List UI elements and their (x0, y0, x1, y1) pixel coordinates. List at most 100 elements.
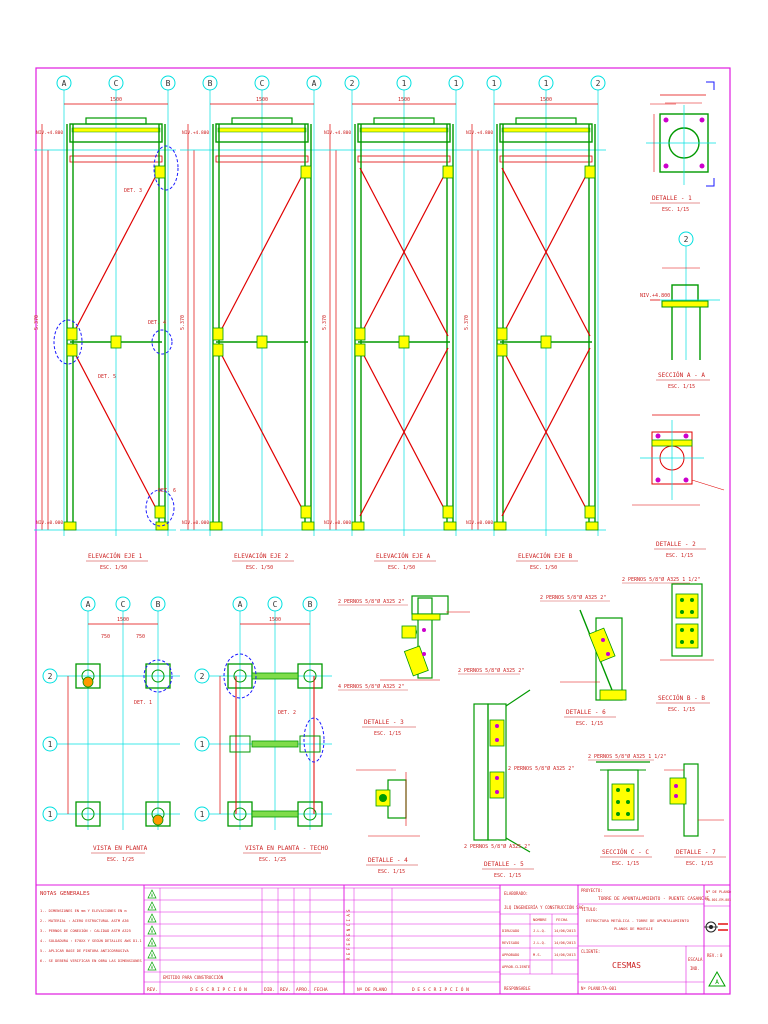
elevation-title: ELEVACIÓN EJE 2 (234, 553, 289, 560)
drawing-title-label: TÍTULO: (581, 907, 598, 912)
revision-mark: A (151, 953, 154, 958)
plan-scale: ESC. 1/25 (107, 857, 134, 863)
gusset-plate (442, 505, 454, 519)
axis-label: 1 (544, 79, 549, 88)
section-c-scale: ESC. 1/15 (612, 861, 639, 867)
references-label: R E F E R E N C I A S (346, 909, 351, 960)
company-name: JLQ INGENIERÍA Y CONSTRUCCIÓN SAC. (504, 905, 586, 910)
elevation-title: ELEVACIÓN EJE A (376, 553, 431, 560)
axis-label: B (166, 79, 171, 88)
revision-mark: A (151, 965, 154, 970)
top-frame (499, 123, 593, 143)
axis-label: C (260, 79, 265, 88)
roof-beam (251, 740, 299, 748)
top-level: NIV.+4.800 (324, 130, 351, 136)
axis-label: 1 (200, 740, 205, 749)
plan-callout-label: DET. 1 (134, 700, 152, 706)
gusset-plate (154, 165, 166, 179)
revisions-header-cell: REV. (147, 987, 158, 993)
top-dimension: 1500 (117, 617, 129, 623)
note-5: 5.- APLICAR BASE DE PINTURA ANTICORROSIV… (40, 949, 130, 953)
axis-label: A (238, 600, 243, 609)
detail-6-bolt-note: 2 PERNOS 5/8"Ø A325 2" (540, 594, 606, 601)
axis-label: 2 (596, 79, 601, 88)
top-level: NIV.+4.800 (36, 130, 63, 136)
gusset-plate (496, 327, 508, 341)
note-3: 3.- PERNOS DE CONEXIÓN : CALIDAD ASTM A3… (40, 928, 131, 933)
detail-3-bolt-note-2: 4 PERNOS 5/8"Ø A325 2" (338, 683, 404, 690)
base-plate (75, 663, 101, 689)
height-dimension: 5.370 (34, 315, 40, 330)
revision-mark: A (151, 893, 154, 898)
top-level: NIV.+4.800 (466, 130, 493, 136)
detail-3-scale: ESC. 1/15 (374, 731, 401, 737)
detail-callout-ring-icon (223, 653, 257, 699)
section-b-view: 2 PERNOS 5/8"Ø A325 1 1/2" SECCIÓN B - B… (622, 576, 714, 713)
revision-triangle-icon (147, 961, 157, 971)
detail-6-title: DETALLE - 6 (566, 709, 606, 716)
elevation-scale: ESC. 1/50 (246, 565, 273, 571)
title-block: NOTAS GENERALES 1.- DIMENSIONES EN mm Y … (35, 884, 732, 995)
detail-callout-ring-icon (143, 659, 173, 693)
axis-label: A (62, 79, 67, 88)
detail-4-view: DETALLE - 4 ESC. 1/15 (356, 769, 420, 875)
elevation-scale: ESC. 1/50 (388, 565, 415, 571)
axis-label: 1 (48, 740, 53, 749)
signature-name: M.S. (533, 953, 542, 957)
section-c-bolt-note: 2 PERNOS 5/8"Ø A325 1 1/2" (588, 753, 666, 760)
height-dimension: 5.370 (464, 315, 470, 330)
client-name: CESMAS (612, 961, 641, 970)
gusset-plate (354, 343, 366, 357)
top-frame (357, 123, 451, 143)
note-2: 2.- MATERIAL : ACERO ESTRUCTURAL ASTM A3… (40, 919, 129, 923)
detail-callout-ring-icon (303, 717, 325, 763)
section-a-level: NIV.+4.800 (640, 293, 670, 299)
signature-name: J.L.Q. (533, 941, 546, 945)
base-plate (145, 663, 171, 689)
first-issue: EMITIDO PARA CONSTRUCCIÓN (163, 975, 224, 980)
drawing-title-line-2: PLANOS DE MONTAJE (614, 926, 654, 931)
bottom-level: NIV.±0.000 (324, 520, 351, 526)
detail-5-bolt-note-2: 2 PERNOS 5/8"Ø A325 2" (508, 765, 574, 772)
section-b-bolt-note: 2 PERNOS 5/8"Ø A325 1 1/2" (622, 576, 700, 583)
rev-mark: A (715, 979, 719, 986)
client-label: CLIENTE: (581, 949, 600, 954)
signature-date: 14/06/2013 (554, 953, 576, 957)
signature-role: DIBUJADO (502, 929, 519, 933)
detail-1-scale: ESC. 1/15 (662, 207, 689, 213)
gusset-plate (354, 327, 366, 341)
sheet-no: TA-001-EM-001 (706, 898, 731, 902)
detail-7-scale: ESC. 1/15 (686, 861, 713, 867)
plan-scale: ESC. 1/25 (259, 857, 286, 863)
detail-1-title: DETALLE - 1 (652, 195, 692, 202)
top-frame (215, 123, 309, 143)
brace (71, 167, 161, 337)
gusset-plate (110, 335, 122, 349)
axis-label: 2 (200, 672, 205, 681)
axis-label: B (208, 79, 213, 88)
axis-label: 2 (48, 672, 53, 681)
revisions-header-cell: D E S C R I P C I Ó N (190, 986, 247, 993)
revisions-header-cell: DIB. (264, 987, 275, 993)
company-label: ELABORADO: (504, 891, 528, 896)
detail-5-scale: ESC. 1/15 (494, 873, 521, 879)
references-header-cell: D E S C R I P C I Ó N (412, 986, 469, 993)
brace (217, 347, 307, 517)
height-dimension: 5.370 (180, 315, 186, 330)
revision-mark: A (151, 905, 154, 910)
axis-label: 2 (350, 79, 355, 88)
top-dimension: 1500 (269, 617, 281, 623)
gusset-plate (300, 165, 312, 179)
detail-6-view: 2 PERNOS 5/8"Ø A325 2" DETALLE - 6 ESC. … (540, 594, 627, 727)
axis-label: A (86, 600, 91, 609)
section-b-scale: ESC. 1/15 (668, 707, 695, 713)
signature-role: APROB.CLIENTE (502, 965, 530, 969)
references-header-cell: Nº DE PLANO (357, 987, 387, 993)
